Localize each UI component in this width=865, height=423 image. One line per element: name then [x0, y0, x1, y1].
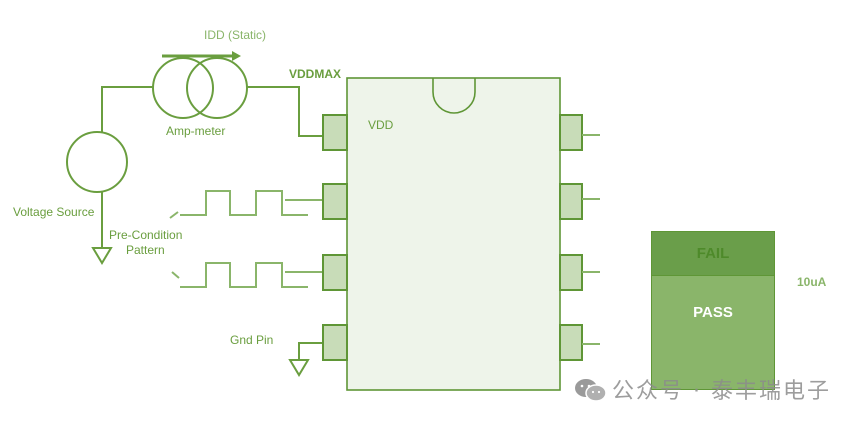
current-arrow-icon [162, 51, 241, 61]
wire-ammeter-to-vdd [247, 86, 323, 137]
chip-pin-left-4 [322, 324, 348, 361]
chip-pin-left-1 [322, 114, 348, 151]
vdd-label: VDD [368, 118, 394, 132]
ground-icon [91, 247, 113, 265]
waveform-upper [180, 190, 308, 216]
wire-source-to-ammeter [101, 86, 153, 133]
pass-fail-indicator: FAIL PASS [651, 231, 775, 390]
chip-pin-right-2 [559, 183, 583, 220]
chip-pin-left-3 [322, 254, 348, 291]
amp-meter-symbol [152, 57, 248, 119]
chip-notch [432, 78, 476, 114]
fail-region: FAIL [652, 232, 774, 276]
chip-pin-right-3 [559, 254, 583, 291]
voltage-source-symbol [66, 131, 128, 193]
gnd-pin-label: Gnd Pin [230, 333, 274, 347]
chip-pin-right-1 [559, 114, 583, 151]
chip-pin-right-4 [559, 324, 583, 361]
ic-chip-body [346, 77, 561, 391]
pre-condition-label: Pre-Condition [109, 228, 183, 242]
wechat-icon [575, 379, 607, 402]
ground-icon [288, 359, 310, 377]
voltage-source-label: Voltage Source [13, 205, 95, 219]
current-limit-label: 10uA [797, 275, 827, 289]
chip-pin-left-2 [322, 183, 348, 220]
pointer-line [169, 211, 179, 219]
idd-static-label: IDD (Static) [204, 28, 267, 42]
pattern-label: Pattern [126, 243, 165, 257]
pass-region: PASS [693, 304, 733, 321]
wire-gnd-pin [298, 342, 323, 360]
watermark-text: 公众号 · 泰丰瑞电子 [612, 379, 831, 404]
vddmax-label: VDDMAX [289, 67, 342, 81]
pointer-line [171, 271, 180, 279]
waveform-lower [180, 262, 308, 288]
amp-meter-label: Amp-meter [166, 124, 226, 138]
